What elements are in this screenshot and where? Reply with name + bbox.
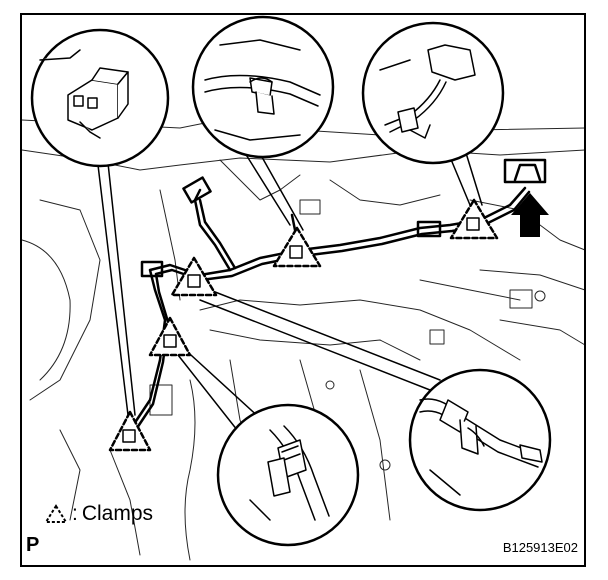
detail-circle-clamp-right [361, 21, 505, 165]
callout-leaders [97, 139, 483, 441]
legend: : Clamps [44, 499, 153, 529]
detail-clamp-lower-art [249, 425, 330, 521]
clamp-triangle-icon [44, 504, 68, 523]
clamp-marker-3 [170, 256, 218, 297]
detail-clamp-lower-right-art [419, 398, 543, 496]
clamp-marker-1 [108, 410, 152, 452]
detail-clamp-right-art [379, 44, 476, 139]
legend-label: Clamps [81, 502, 154, 525]
detail-connector-art [39, 49, 129, 139]
clamp-markers [108, 198, 499, 452]
clamp-marker-5 [449, 198, 499, 240]
corner-mark: P [26, 534, 40, 556]
clamp-marker-2 [148, 316, 192, 357]
figure-code: B125913E02 [502, 540, 578, 555]
legend-colon: : [72, 502, 78, 525]
detail-clamp-top-art [204, 39, 321, 141]
engine-bay-structure [21, 117, 586, 561]
direction-arrow [511, 193, 549, 237]
clamp-marker-4 [272, 226, 322, 268]
